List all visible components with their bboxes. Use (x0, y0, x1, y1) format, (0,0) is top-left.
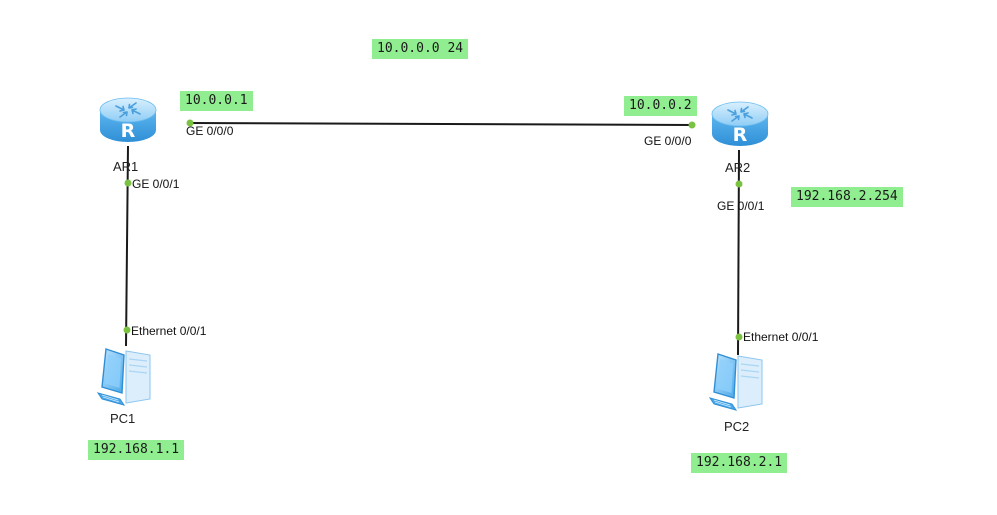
pc-icon (97, 348, 151, 406)
port-dot-pc1-eth (123, 326, 131, 334)
pc-icon (709, 353, 763, 411)
port-label-pc1-eth: Ethernet 0/0/1 (131, 324, 207, 338)
port-label-pc2-eth: Ethernet 0/0/1 (743, 330, 819, 344)
port-dot-ar2-ge000 (688, 121, 696, 129)
port-label-ar2-ge000: GE 0/0/0 (644, 134, 692, 148)
router-ar2[interactable] (711, 101, 769, 147)
router-icon (99, 97, 157, 143)
port-label-ar2-ge001: GE 0/0/1 (717, 199, 765, 213)
router-icon (711, 101, 769, 147)
port-dot-ar2-ge001 (735, 180, 743, 188)
port-dot-ar1-ge000 (186, 119, 194, 127)
pc-pc1[interactable] (97, 348, 151, 406)
note-pc1-ip[interactable]: 192.168.1.1 (88, 440, 185, 460)
device-name-pc2: PC2 (724, 419, 750, 434)
note-ar2-lan-ip[interactable]: 192.168.2.254 (791, 187, 903, 207)
port-dot-ar1-ge001 (124, 179, 132, 187)
router-ar1[interactable] (99, 97, 157, 143)
note-ar1-ip[interactable]: 10.0.0.1 (180, 91, 253, 111)
link-ar1-ar2 (189, 122, 693, 126)
note-ar2-ip[interactable]: 10.0.0.2 (624, 96, 697, 116)
port-label-ar1-ge001: GE 0/0/1 (132, 177, 180, 191)
note-link-network[interactable]: 10.0.0.0 24 (372, 39, 469, 59)
device-name-pc1: PC1 (110, 411, 136, 426)
pc-pc2[interactable] (709, 353, 763, 411)
note-pc2-ip[interactable]: 192.168.2.1 (691, 453, 788, 473)
port-label-ar1-ge000: GE 0/0/0 (186, 124, 234, 138)
link-ar1-pc1 (125, 145, 129, 347)
device-name-ar1: AR1 (113, 159, 139, 174)
device-name-ar2: AR2 (725, 160, 751, 175)
port-dot-pc2-eth (735, 333, 743, 341)
